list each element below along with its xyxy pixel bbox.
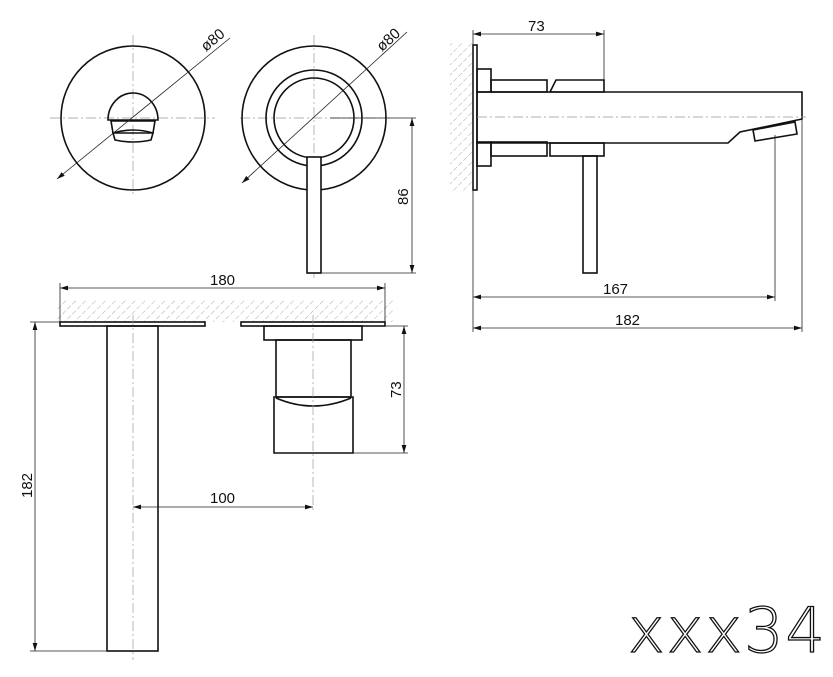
- mixer-lever: [306, 156, 322, 274]
- mixer-diameter-label: ø80: [373, 25, 404, 55]
- aerator: [752, 121, 798, 142]
- wall-hatch: [450, 42, 473, 192]
- overall-length-label: 182: [615, 312, 640, 329]
- top-handle: [273, 396, 354, 454]
- spout-length-label: 182: [19, 473, 36, 498]
- cartridge-depth-label: 73: [528, 18, 545, 35]
- spout-dome: [107, 92, 159, 121]
- side-lever: [582, 155, 598, 274]
- wall-hatch-top: [57, 300, 393, 322]
- lever-height-label: 86: [395, 188, 412, 205]
- center-distance-label: 100: [210, 490, 235, 507]
- front-view-mixer: ø80 86: [240, 25, 416, 278]
- spout-rosette: [60, 45, 206, 191]
- spout-body: [476, 91, 803, 144]
- side-view: 73 167 182: [450, 18, 806, 332]
- model-code: xxx34: [628, 594, 827, 667]
- spout-outlet-label: 167: [603, 281, 628, 298]
- front-view-spout: ø80: [50, 25, 231, 195]
- spout-diameter-label: ø80: [198, 25, 229, 55]
- overall-width-label: 180: [210, 272, 235, 289]
- handle-depth-label: 73: [388, 381, 405, 398]
- top-spout: [106, 325, 159, 652]
- top-view: 180 73 182 100: [19, 272, 408, 660]
